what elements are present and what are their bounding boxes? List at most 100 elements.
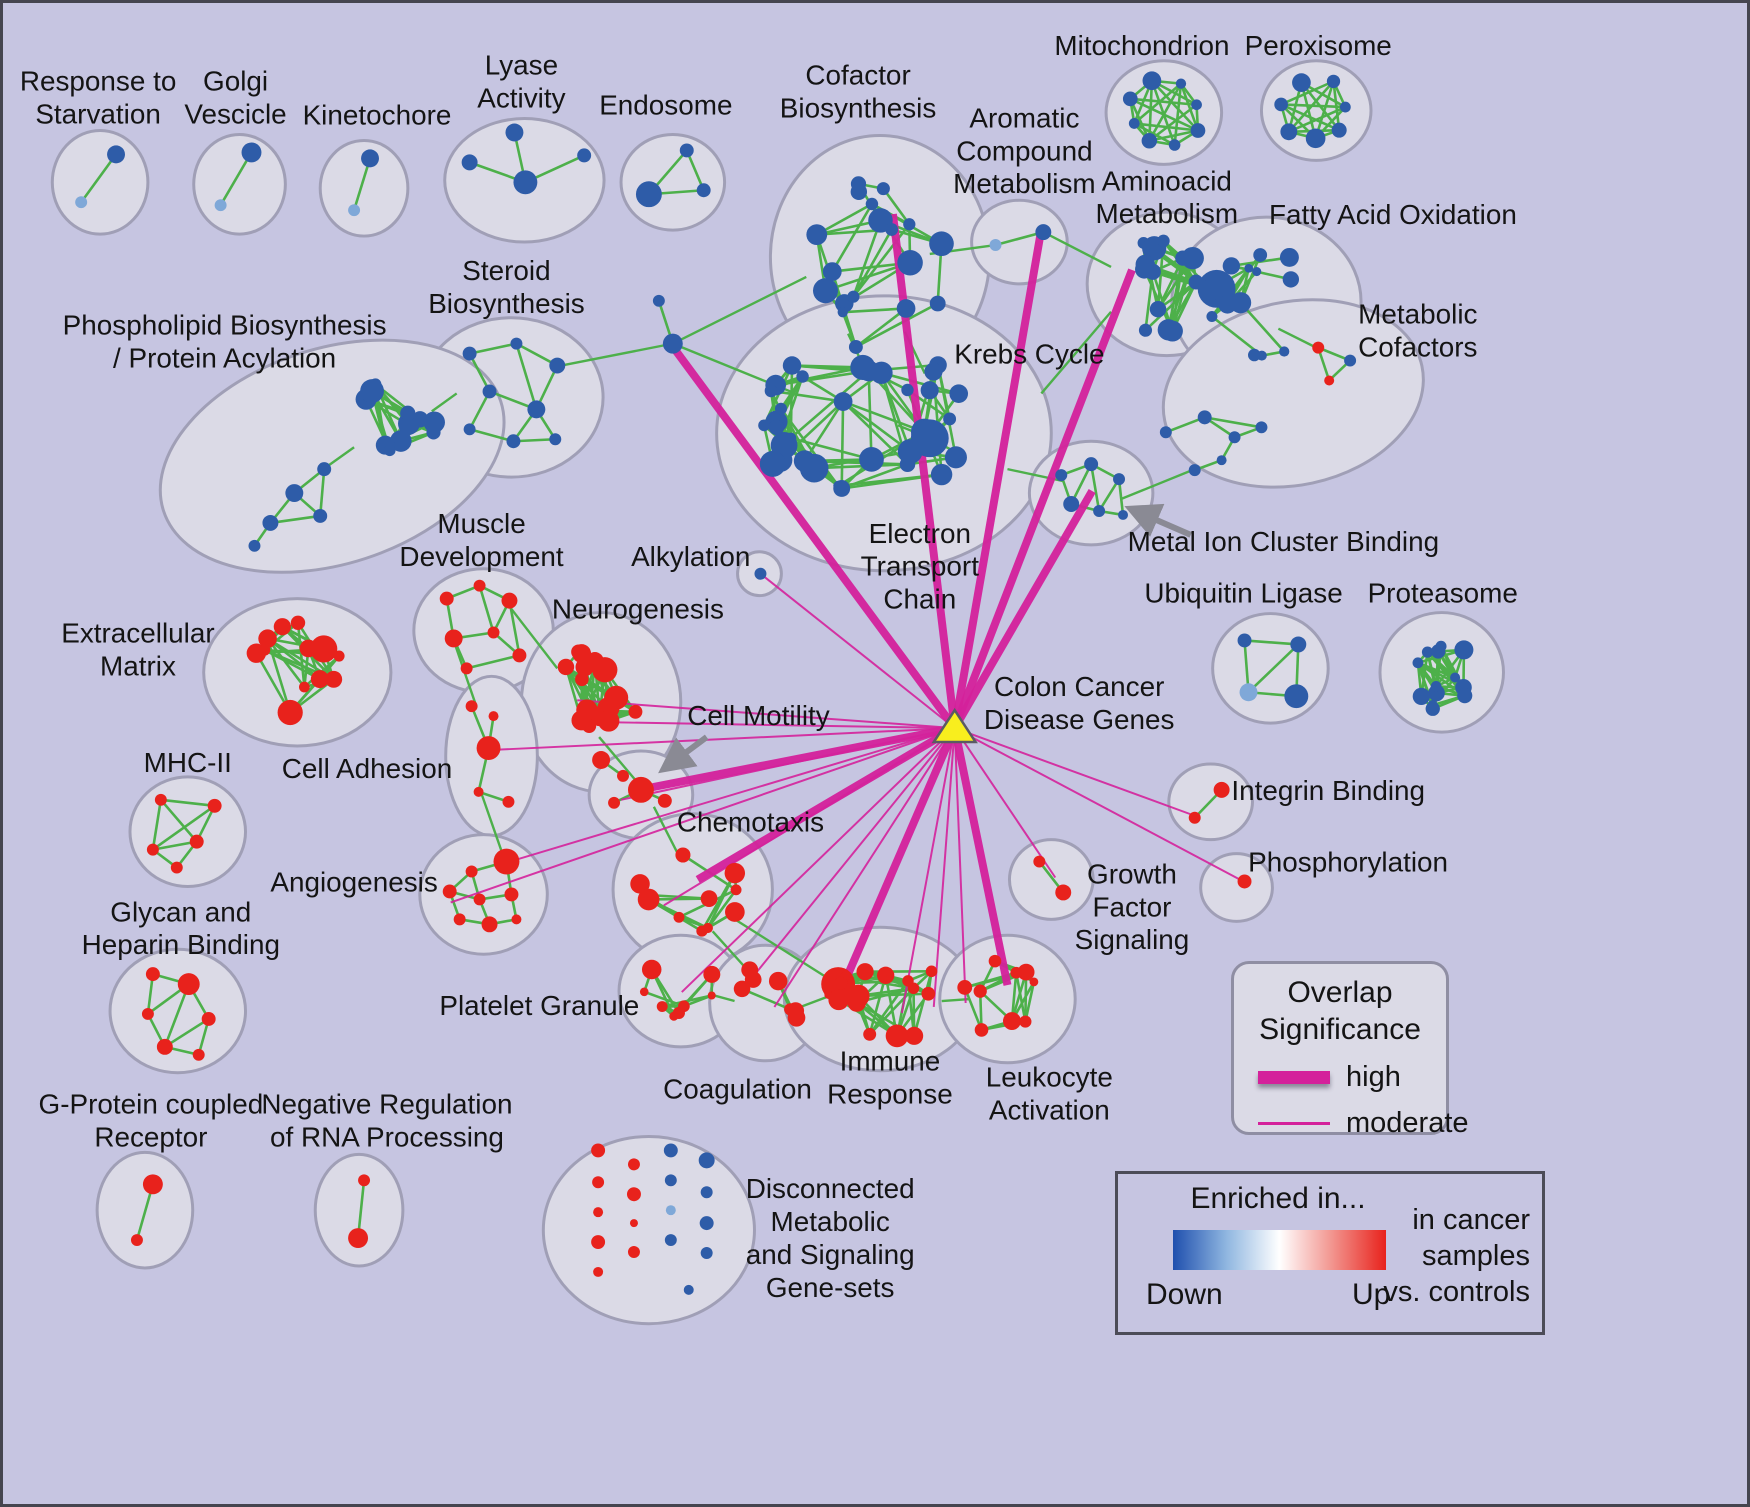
gene-set-node-aminoacid-metabolism[interactable] xyxy=(1161,320,1183,342)
gene-set-node-metal-ion-cluster-binding[interactable] xyxy=(1084,457,1099,472)
gene-set-node-extracellular-matrix[interactable] xyxy=(290,615,306,631)
gene-set-node-metabolic-cofactors[interactable] xyxy=(1197,410,1212,425)
gene-set-node-metal-ion-cluster-binding[interactable] xyxy=(1063,496,1080,512)
gene-set-node-cell-adhesion[interactable] xyxy=(473,786,484,797)
gene-set-node-neurogenesis[interactable] xyxy=(575,672,589,687)
gene-set-node-steroid-biosynthesis[interactable] xyxy=(506,434,521,449)
gene-set-node-metal-ion-cluster-binding[interactable] xyxy=(1113,473,1126,486)
gene-set-node-peroxisome[interactable] xyxy=(1280,123,1298,141)
gene-set-node-metabolic-cofactors[interactable] xyxy=(1216,455,1227,466)
gene-set-node-cofactor-biosynthesis[interactable] xyxy=(885,223,899,236)
gene-set-node-endosome[interactable] xyxy=(679,143,694,158)
gene-set-node-leukocyte-activation[interactable] xyxy=(988,954,1002,968)
gene-set-node-mitochondrion[interactable] xyxy=(1191,99,1202,111)
gene-set-node-golgi-vescicle[interactable] xyxy=(241,142,262,163)
gene-set-node-proteasome[interactable] xyxy=(1412,657,1424,669)
gene-set-node-electron-transport-chain[interactable] xyxy=(850,354,876,380)
gene-set-node-electron-transport-chain[interactable] xyxy=(799,453,829,483)
gene-set-node-steroid-biosynthesis[interactable] xyxy=(463,423,476,436)
gene-set-node-metabolic-cofactors[interactable] xyxy=(1344,354,1357,367)
gene-set-node-chemotaxis[interactable] xyxy=(702,922,713,934)
gene-set-node-neurogenesis[interactable] xyxy=(557,658,575,676)
gene-set-node-glycan-heparin-binding[interactable] xyxy=(156,1038,173,1055)
gene-set-node-cofactor-biosynthesis[interactable] xyxy=(897,249,923,276)
gene-set-node-mitochondrion[interactable] xyxy=(1175,78,1187,89)
gene-set-node-cofactor-biosynthesis[interactable] xyxy=(903,218,916,231)
gene-set-node-platelet-granule[interactable] xyxy=(641,959,662,980)
gene-set-node-mitochondrion[interactable] xyxy=(1190,123,1206,138)
gene-set-node-aminoacid-metabolism[interactable] xyxy=(1138,323,1153,337)
gene-set-node-chemotaxis[interactable] xyxy=(724,862,746,884)
gene-set-node-immune-response[interactable] xyxy=(925,965,938,978)
gene-set-node-metabolic-cofactors[interactable] xyxy=(1312,341,1325,354)
gene-set-node-immune-response[interactable] xyxy=(902,975,914,987)
gene-set-node-coagulation[interactable] xyxy=(744,971,762,988)
gene-set-node-leukocyte-activation[interactable] xyxy=(973,984,987,998)
gene-set-node-muscle-development[interactable] xyxy=(501,592,518,609)
gene-set-node-proteasome[interactable] xyxy=(1421,646,1434,658)
gene-set-node-response-to-starvation[interactable] xyxy=(75,196,88,209)
gene-set-node-metabolic-connector[interactable] xyxy=(662,333,683,354)
gene-set-node-g-protein-coupled-receptor[interactable] xyxy=(130,1234,143,1247)
gene-set-node-aminoacid-metabolism[interactable] xyxy=(1135,254,1155,275)
gene-set-node-glycan-heparin-binding[interactable] xyxy=(177,973,200,996)
gene-set-node-disconnected-gene-sets[interactable] xyxy=(593,1207,604,1218)
gene-set-node-fatty-acid-oxidation[interactable] xyxy=(1199,279,1222,301)
gene-set-node-platelet-granule[interactable] xyxy=(669,1011,679,1021)
gene-set-node-immune-response[interactable] xyxy=(905,1026,924,1045)
gene-set-node-ubiquitin-ligase[interactable] xyxy=(1239,683,1258,702)
gene-set-node-chemotaxis[interactable] xyxy=(725,902,745,922)
gene-set-node-leukocyte-activation[interactable] xyxy=(1029,977,1039,987)
gene-set-node-peroxisome[interactable] xyxy=(1339,101,1351,113)
gene-set-node-cofactor-biosynthesis[interactable] xyxy=(865,197,879,211)
gene-set-node-electron-transport-chain[interactable] xyxy=(759,450,786,477)
gene-set-node-glycan-heparin-binding[interactable] xyxy=(201,1011,216,1026)
gene-set-node-immune-response[interactable] xyxy=(885,1024,909,1048)
gene-set-node-extracellular-matrix[interactable] xyxy=(273,618,292,636)
gene-set-node-phospholipid-biosynthesis[interactable] xyxy=(423,411,445,434)
gene-set-node-disconnected-gene-sets[interactable] xyxy=(683,1284,694,1295)
gene-set-node-disconnected-gene-sets[interactable] xyxy=(627,1158,640,1171)
gene-set-node-disconnected-gene-sets[interactable] xyxy=(591,1235,606,1250)
gene-set-node-endosome[interactable] xyxy=(635,181,662,208)
gene-set-node-extracellular-matrix[interactable] xyxy=(277,699,303,726)
gene-set-node-leukocyte-activation[interactable] xyxy=(1017,963,1035,981)
gene-set-node-electron-transport-chain[interactable] xyxy=(943,412,957,426)
gene-set-node-cofactor-biosynthesis[interactable] xyxy=(848,340,863,354)
gene-set-node-electron-transport-chain[interactable] xyxy=(774,402,788,415)
gene-set-node-disconnected-gene-sets[interactable] xyxy=(664,1174,677,1187)
gene-set-node-electron-transport-chain[interactable] xyxy=(910,419,949,458)
gene-set-node-electron-transport-chain[interactable] xyxy=(833,480,844,491)
gene-set-node-platelet-granule[interactable] xyxy=(707,991,716,1000)
gene-set-node-electron-transport-chain[interactable] xyxy=(930,463,953,486)
gene-set-node-cofactor-biosynthesis[interactable] xyxy=(850,176,867,192)
gene-set-node-integrin-binding[interactable] xyxy=(1188,811,1201,824)
gene-set-node-peroxisome[interactable] xyxy=(1326,74,1341,89)
gene-set-node-neurogenesis[interactable] xyxy=(617,769,629,782)
gene-set-node-chemotaxis[interactable] xyxy=(630,874,650,894)
gene-set-node-fatty-acid-oxidation[interactable] xyxy=(1206,310,1218,322)
gene-set-node-angiogenesis[interactable] xyxy=(511,914,522,925)
gene-set-node-aromatic-compound-metabolism[interactable] xyxy=(1035,224,1052,241)
gene-set-node-platelet-granule[interactable] xyxy=(703,965,721,983)
gene-set-node-ubiquitin-ligase[interactable] xyxy=(1290,636,1307,653)
gene-set-node-muscle-development[interactable] xyxy=(473,579,486,592)
gene-set-node-disconnected-gene-sets[interactable] xyxy=(592,1176,605,1189)
gene-set-node-angiogenesis[interactable] xyxy=(481,916,498,933)
gene-set-node-chemotaxis[interactable] xyxy=(673,911,685,923)
gene-set-node-kinetochore[interactable] xyxy=(361,149,379,168)
gene-set-node-neurogenesis[interactable] xyxy=(604,685,629,710)
gene-set-node-proteasome[interactable] xyxy=(1457,688,1473,704)
gene-set-node-aromatic-compound-metabolism[interactable] xyxy=(989,239,1002,252)
gene-set-node-disconnected-gene-sets[interactable] xyxy=(664,1234,677,1247)
gene-set-node-disconnected-gene-sets[interactable] xyxy=(665,1205,676,1216)
gene-set-node-coagulation[interactable] xyxy=(787,1002,805,1020)
gene-set-node-electron-transport-chain[interactable] xyxy=(768,419,785,436)
gene-set-node-muscle-development[interactable] xyxy=(439,591,454,606)
gene-set-node-disconnected-gene-sets[interactable] xyxy=(663,1143,678,1158)
gene-set-node-disconnected-gene-sets[interactable] xyxy=(698,1152,715,1169)
gene-set-node-response-to-starvation[interactable] xyxy=(107,145,125,164)
gene-set-node-mhc-ii[interactable] xyxy=(154,793,167,806)
gene-set-node-phospholipid-biosynthesis[interactable] xyxy=(390,430,412,452)
gene-set-node-g-protein-coupled-receptor[interactable] xyxy=(142,1174,163,1195)
